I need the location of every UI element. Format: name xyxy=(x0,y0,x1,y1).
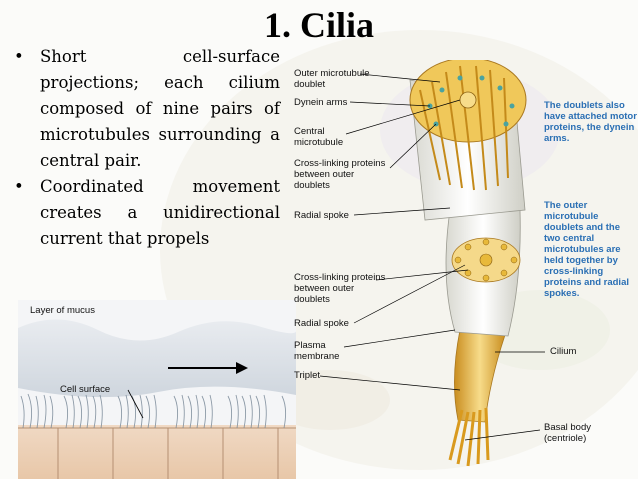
label-radial-spoke-top: Radial spoke xyxy=(294,210,349,221)
label-radial-spoke-bottom: Radial spoke xyxy=(294,318,349,329)
label-crosslinking-proteins-top: Cross-linking proteins between outer dou… xyxy=(294,158,386,191)
label-cell-surface: Cell surface xyxy=(60,384,111,395)
epithelium-drawing xyxy=(18,300,296,479)
bullet-dot-icon: • xyxy=(14,47,24,66)
label-crosslinking-proteins-bottom: Cross-linking proteins between outer dou… xyxy=(294,272,386,305)
ciliated-epithelium-figure: Layer of mucus Cell surface xyxy=(18,300,296,479)
mucus-flow-arrow xyxy=(168,362,248,374)
label-outer-microtubule-doublet: Outer microtubule doublet xyxy=(294,68,370,90)
label-cilium: Cilium xyxy=(550,346,577,357)
label-layer-of-mucus: Layer of mucus xyxy=(30,305,95,316)
bullet-dot-icon: • xyxy=(14,177,24,196)
bullet-item: • Coordinated movement creates a unidire… xyxy=(14,174,280,252)
label-triplet: Triplet xyxy=(294,370,321,381)
bullet-list: • Short cell-surface projections; each c… xyxy=(14,44,280,252)
note-outer-doublets-held-together: The outer microtubule doublets and the t… xyxy=(544,200,629,299)
slide-title: 1. Cilia xyxy=(263,5,374,45)
label-central-microtubule: Central microtubule xyxy=(294,126,344,148)
cilium-structure-figure: Outer microtubule doublet Dynein arms Ce… xyxy=(290,57,638,479)
bullet-text: Short cell-surface projections; each cil… xyxy=(40,47,280,170)
cilium-drawing xyxy=(319,57,545,467)
label-dynein-arms: Dynein arms xyxy=(294,97,348,108)
note-dynein-motor-proteins: The doublets also have attached motor pr… xyxy=(544,100,637,144)
bullet-text: Coordinated movement creates a unidirect… xyxy=(40,177,280,248)
label-basal-body: Basal body (centriole) xyxy=(544,422,592,444)
bullet-item: • Short cell-surface projections; each c… xyxy=(14,44,280,174)
label-plasma-membrane: Plasma membrane xyxy=(294,340,340,362)
